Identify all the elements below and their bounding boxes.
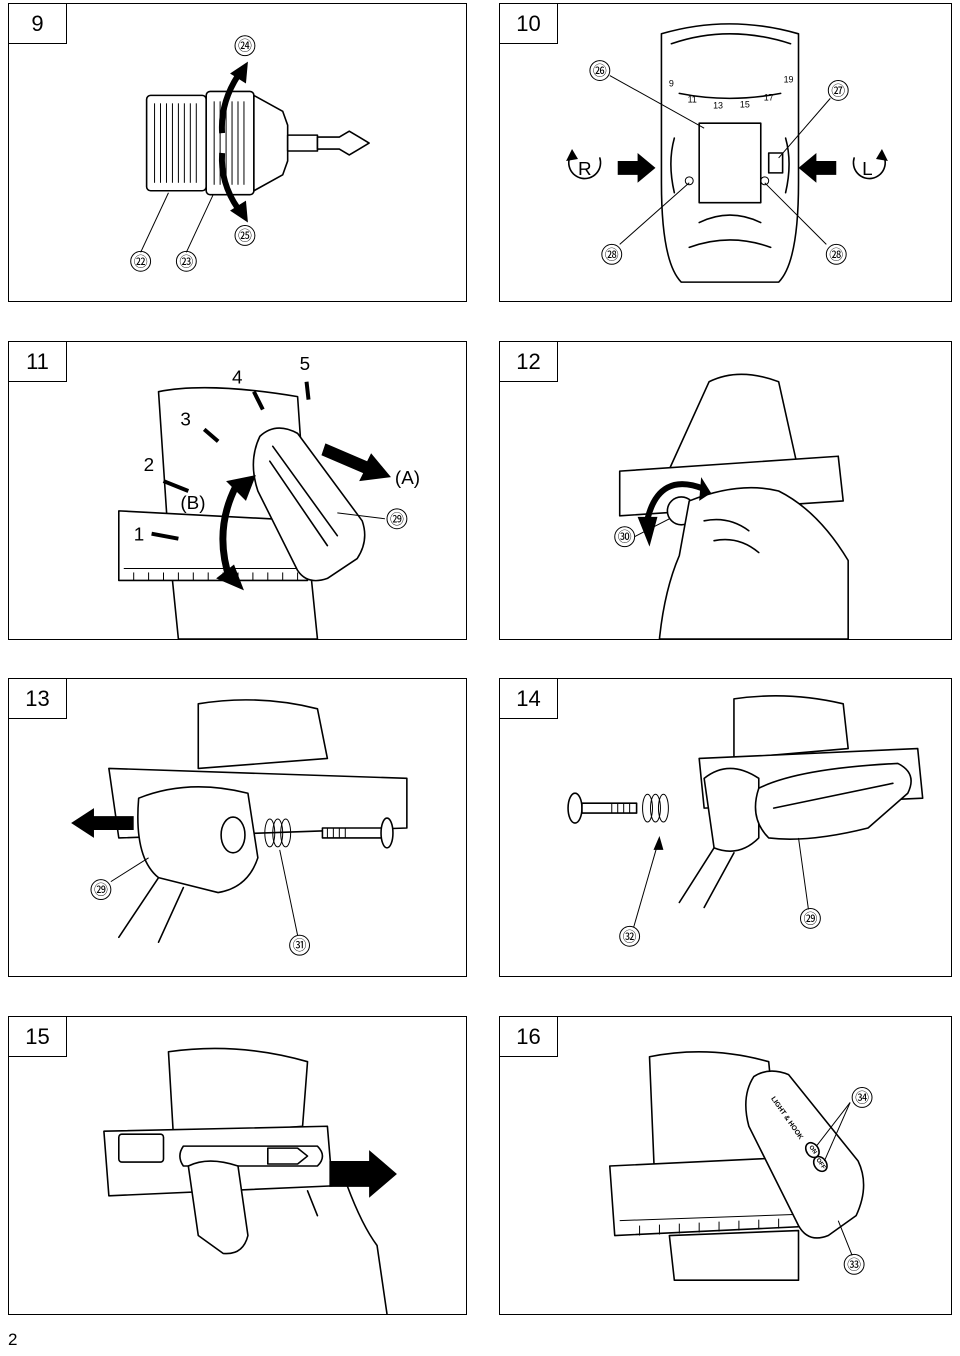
callout-30: ㉚ — [614, 526, 636, 548]
label-5: 5 — [300, 353, 311, 374]
keyless-chuck-drawing — [145, 90, 370, 196]
callout-34: ㉞ — [851, 1087, 873, 1108]
figure-16-drawing: LIGHT & HOOK ON OFF ㉞ ㉝ — [608, 1051, 873, 1282]
callout-24: ㉔ — [234, 35, 256, 57]
figure-11-panel: 11 1 2 3 4 5 — [8, 341, 467, 640]
callout-23: ㉓ — [175, 250, 197, 272]
svg-text:ON: ON — [807, 1145, 817, 1156]
figure-number: 11 — [9, 342, 67, 382]
holder-install-drawing — [678, 695, 924, 909]
figure-10-drawing: 9 11 13 15 17 19 R L ㉖ ㉗ ㉘ ㉘ — [566, 23, 888, 283]
svg-text:㉒: ㉒ — [134, 253, 148, 269]
drill-with-hand-drawing — [618, 373, 849, 639]
svg-text:㉖: ㉖ — [593, 63, 607, 79]
svg-text:17: 17 — [764, 92, 774, 102]
rotation-arrow — [637, 477, 712, 547]
svg-text:㉗: ㉗ — [831, 82, 845, 98]
pull-arrow — [71, 808, 134, 838]
figure-number: 10 — [500, 4, 558, 44]
label-1: 1 — [134, 524, 145, 545]
label-2: 2 — [144, 454, 155, 475]
figure-number: 15 — [9, 1017, 67, 1057]
figure-16-panel: 16 LIGHT & HOOK ON OFF ㉞ ㉝ — [499, 1016, 952, 1315]
light-hook-unit: LIGHT & HOOK ON OFF — [745, 1070, 865, 1239]
svg-text:㉘: ㉘ — [605, 246, 619, 262]
figure-14-panel: 14 ㉜ ㉙ — [499, 678, 952, 977]
callout-28-left: ㉘ — [601, 243, 623, 265]
callout-33: ㉝ — [843, 1253, 865, 1275]
svg-text:13: 13 — [713, 100, 723, 110]
rotation-arrows — [218, 61, 248, 223]
figure-number: 12 — [500, 342, 558, 382]
clutch-dial-marks: 9 11 13 15 17 19 — [669, 74, 794, 110]
label-a: (A) — [395, 467, 420, 488]
reverse-symbol: R — [566, 149, 602, 180]
svg-text:㉛: ㉛ — [293, 937, 307, 953]
drill-top-view — [660, 23, 800, 283]
figure-14-drawing: ㉜ ㉙ — [567, 695, 924, 947]
svg-text:L: L — [862, 158, 873, 179]
figure-number: 9 — [9, 4, 67, 44]
svg-text:㉘: ㉘ — [829, 246, 843, 262]
figure-12-panel: 12 ㉚ — [499, 341, 952, 640]
figure-15-drawing — [103, 1047, 397, 1314]
svg-text:㉜: ㉜ — [623, 928, 637, 944]
svg-text:OFF: OFF — [814, 1157, 826, 1170]
svg-text:15: 15 — [740, 99, 750, 109]
callout-29: ㉙ — [90, 879, 112, 901]
svg-text:R: R — [578, 158, 592, 179]
page-number: 2 — [8, 1330, 18, 1349]
figure-9-drawing: ㉒ ㉓ ㉔ ㉕ — [130, 35, 370, 272]
push-arrow-right — [617, 152, 656, 183]
label-4: 4 — [232, 367, 243, 388]
svg-text:11: 11 — [688, 94, 697, 104]
figure-15-panel: 15 — [8, 1016, 467, 1315]
svg-text:㉓: ㉓ — [179, 253, 193, 269]
callout-26: ㉖ — [589, 60, 611, 81]
callout-25: ㉕ — [234, 225, 256, 246]
svg-text:19: 19 — [784, 74, 794, 84]
direction-arrow-b — [216, 475, 256, 591]
svg-text:9: 9 — [669, 78, 674, 88]
callout-32: ㉜ — [619, 925, 641, 947]
callout-31: ㉛ — [289, 934, 311, 956]
screw-and-spring — [567, 792, 669, 824]
figure-10-panel: 10 9 11 13 15 17 19 — [499, 3, 952, 302]
figure-number: 16 — [500, 1017, 558, 1057]
push-arrow-left — [798, 152, 837, 183]
svg-text:㉙: ㉙ — [94, 882, 108, 898]
drill-with-holder-drawing — [608, 1051, 825, 1282]
forward-symbol: L — [852, 149, 888, 180]
holder-removal-drawing — [108, 699, 408, 944]
label-3: 3 — [180, 408, 191, 429]
pull-arrow — [329, 1150, 397, 1198]
callout-29: ㉙ — [386, 508, 408, 530]
callout-29: ㉙ — [799, 907, 821, 929]
figure-13-panel: 13 ㉙ ㉛ — [8, 678, 467, 977]
svg-text:㉙: ㉙ — [803, 910, 817, 926]
svg-text:㉔: ㉔ — [238, 38, 252, 54]
figure-number: 14 — [500, 679, 558, 719]
callout-27: ㉗ — [827, 79, 849, 101]
callout-22: ㉒ — [130, 250, 152, 272]
svg-text:㉞: ㉞ — [855, 1089, 869, 1105]
label-b: (B) — [180, 492, 205, 513]
spring-and-screw — [264, 817, 394, 849]
svg-text:㉙: ㉙ — [390, 511, 404, 527]
direction-arrow-a — [321, 443, 391, 482]
svg-text:㉕: ㉕ — [238, 227, 252, 243]
svg-text:㉝: ㉝ — [847, 1256, 861, 1272]
figure-12-drawing: ㉚ — [614, 373, 849, 639]
figure-11-drawing: 1 2 3 4 5 (A) (B) ㉙ — [118, 353, 420, 639]
callout-28-right: ㉘ — [825, 243, 847, 265]
drill-and-holder-drawing — [118, 386, 366, 639]
figure-9-panel: 9 — [8, 3, 467, 302]
svg-text:㉚: ㉚ — [618, 529, 632, 545]
figure-number: 13 — [9, 679, 67, 719]
bit-removal-drawing — [103, 1047, 388, 1314]
figure-13-drawing: ㉙ ㉛ — [71, 699, 408, 956]
